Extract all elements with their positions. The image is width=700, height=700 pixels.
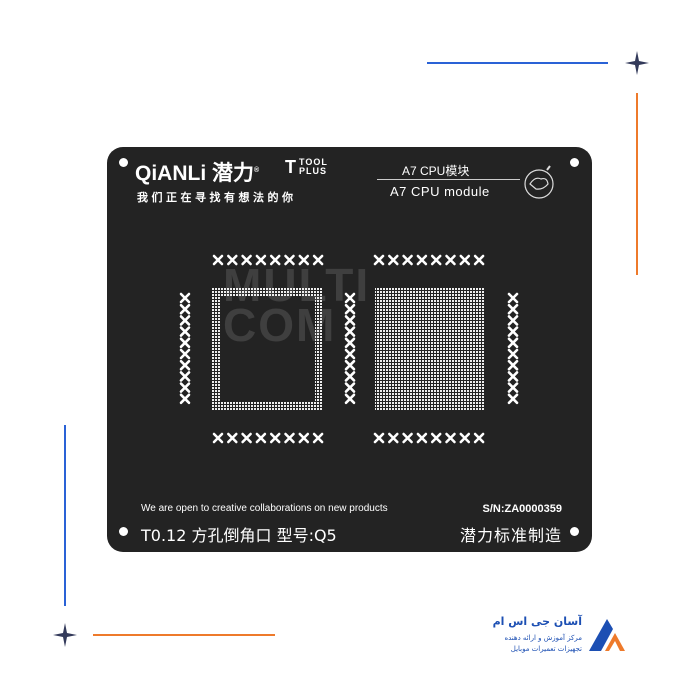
seller-tagline: مرکز آموزش و ارائه دهنده <box>504 634 582 642</box>
serial-number: S/N:ZA0000359 <box>482 503 563 515</box>
fiducial-x-mark <box>179 303 191 315</box>
fiducial-x-mark <box>179 371 191 382</box>
fiducial-x-mark <box>179 348 191 360</box>
stencil-pattern <box>179 254 519 444</box>
fiducial-x-mark <box>179 337 191 349</box>
seller-tagline: تجهیزات تعمیرات موبایل <box>510 645 582 653</box>
fiducial-x-mark <box>373 432 385 444</box>
frog-emblem-icon <box>524 165 554 199</box>
module-title-cn: A7 CPU模块 <box>402 164 470 178</box>
fiducial-x-mark <box>507 382 519 393</box>
fiducial-x-mark <box>284 432 295 444</box>
fiducial-x-mark <box>445 254 456 266</box>
fiducial-x-mark <box>473 432 485 444</box>
module-title-en: A7 CPU module <box>390 184 490 199</box>
accent-line-blue-left <box>64 425 66 606</box>
brand-logo: QiANLi 潜力® <box>135 162 260 185</box>
fiducial-x-mark <box>344 337 356 349</box>
fiducial-x-mark <box>373 254 385 266</box>
fiducial-x-mark <box>255 254 267 266</box>
accent-line-orange-bottom <box>93 634 275 636</box>
fiducial-x-mark <box>507 337 519 349</box>
fiducial-x-mark <box>344 371 356 382</box>
fiducial-x-mark <box>344 292 356 304</box>
fiducial-x-mark <box>459 432 471 444</box>
fiducial-x-mark <box>507 393 519 405</box>
bga-ring-left <box>212 288 323 410</box>
fiducial-x-mark <box>344 315 356 326</box>
fiducial-x-mark <box>430 254 442 266</box>
mount-hole <box>119 527 128 536</box>
fiducial-x-mark <box>402 254 413 266</box>
fiducial-x-mark <box>344 393 356 405</box>
sparkle-icon <box>53 623 77 647</box>
fiducial-x-mark <box>507 292 519 304</box>
fiducial-x-mark <box>255 432 267 444</box>
fiducial-x-mark <box>507 348 519 360</box>
fiducial-x-mark <box>507 326 519 337</box>
fiducial-x-mark <box>227 254 238 266</box>
divider <box>377 179 520 180</box>
fiducial-x-mark <box>387 432 399 444</box>
fiducial-x-mark <box>179 393 191 405</box>
fiducial-x-mark <box>344 382 356 393</box>
fiducial-x-mark <box>507 371 519 382</box>
fiducial-x-mark <box>179 315 191 326</box>
fiducial-x-mark <box>416 254 428 266</box>
mount-hole <box>570 158 579 167</box>
fiducial-x-mark <box>507 303 519 315</box>
fiducial-x-mark <box>445 432 456 444</box>
fiducial-x-mark <box>459 254 471 266</box>
fiducial-x-mark <box>241 254 252 266</box>
spec-label: T0.12 方孔倒角口 型号:Q5 <box>141 526 337 545</box>
fiducial-x-mark <box>344 303 356 315</box>
bga-grid-right <box>375 288 485 410</box>
mount-hole <box>570 527 579 536</box>
seller-name: آسان جی اس ام <box>492 615 582 628</box>
fiducial-x-mark <box>416 432 428 444</box>
fiducial-x-mark <box>298 432 310 444</box>
sparkle-icon <box>625 51 649 75</box>
fiducial-x-mark <box>212 432 224 444</box>
collaboration-note: We are open to creative collaborations o… <box>141 503 388 514</box>
fiducial-x-mark <box>430 432 442 444</box>
fiducial-x-mark <box>507 315 519 326</box>
fiducial-x-mark <box>344 348 356 360</box>
fiducial-x-mark <box>179 292 191 304</box>
fiducial-x-mark <box>212 254 224 266</box>
fiducial-x-mark <box>284 254 295 266</box>
fiducial-x-mark <box>269 432 281 444</box>
mount-hole <box>119 158 128 167</box>
fiducial-x-mark <box>473 254 485 266</box>
fiducial-x-mark <box>269 254 281 266</box>
fiducial-x-mark <box>344 326 356 337</box>
slogan: 我们正在寻找有想法的你 <box>137 191 297 204</box>
accent-line-orange-right <box>636 93 638 275</box>
fiducial-x-mark <box>312 254 324 266</box>
fiducial-x-mark <box>298 254 310 266</box>
fiducial-x-mark <box>179 326 191 337</box>
fiducial-x-mark <box>179 359 191 371</box>
fiducial-x-mark <box>241 432 252 444</box>
maker-label: 潜力标准制造 <box>459 526 562 545</box>
accent-line-blue-top <box>427 62 608 64</box>
fiducial-x-mark <box>344 359 356 371</box>
fiducial-x-mark <box>227 432 238 444</box>
fiducial-x-mark <box>179 382 191 393</box>
seller-logo-icon <box>589 619 625 651</box>
fiducial-x-mark <box>312 432 324 444</box>
fiducial-x-mark <box>387 254 399 266</box>
fiducial-x-mark <box>507 359 519 371</box>
fiducial-x-mark <box>402 432 413 444</box>
